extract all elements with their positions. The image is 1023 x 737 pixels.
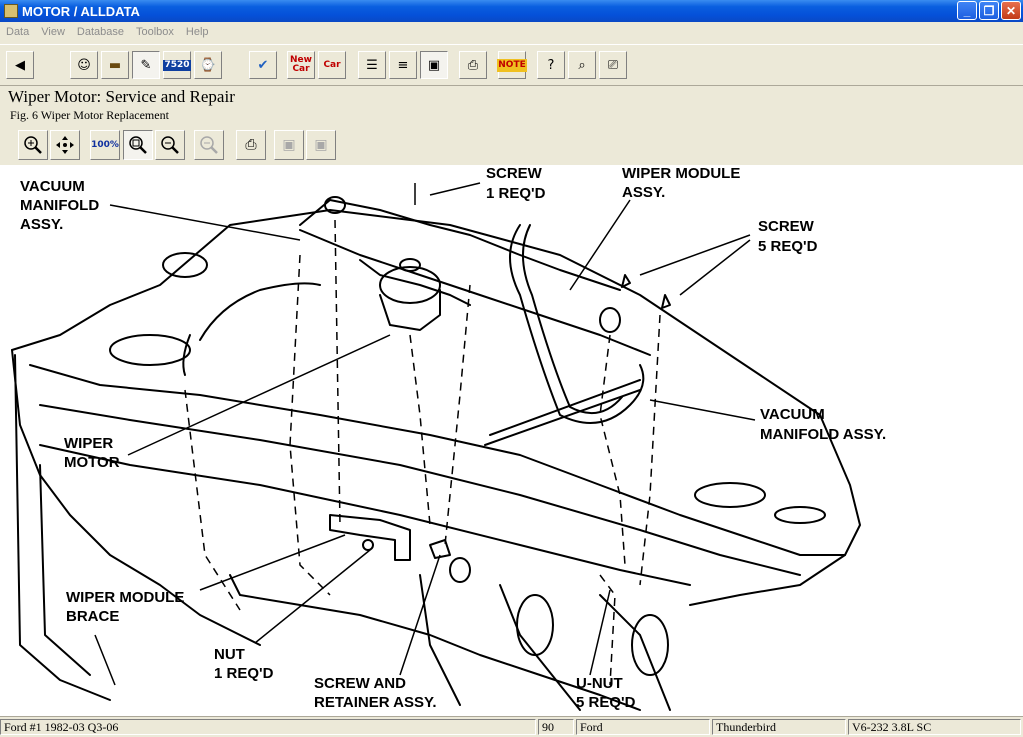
label-screw-1-qty: 1 REQ'D — [486, 185, 546, 202]
zoom-out-icon — [161, 136, 179, 154]
image-toolbar: 100% ⎙ ▣ ▣ — [0, 126, 1023, 164]
diagnostics-button[interactable]: ✎ — [132, 51, 160, 79]
label-screw-1: SCREW — [486, 165, 543, 182]
zoom-fit-button[interactable] — [123, 130, 153, 160]
back-button[interactable]: ◀ — [6, 51, 34, 79]
label-u-nut-2: 5 REQ'D — [576, 694, 636, 711]
wrench-icon: ✎ — [140, 57, 152, 73]
vehicle-select-button[interactable]: ☺ — [70, 51, 98, 79]
label-wiper-module-brace-2: BRACE — [66, 608, 119, 625]
zoom-in-button[interactable] — [18, 130, 48, 160]
title-bar: MOTOR / ALLDATA _ ❐ ✕ — [0, 0, 1023, 22]
menu-database[interactable]: Database — [76, 26, 124, 38]
note-icon: NOTE — [497, 58, 527, 72]
status-bar: Ford #1 1982-03 Q3-06 90 Ford Thunderbir… — [0, 716, 1023, 737]
clock-button[interactable]: ⌚ — [194, 51, 222, 79]
pan-button[interactable] — [50, 130, 80, 160]
zoom-in-icon — [24, 136, 42, 154]
clock-icon: ⌚ — [199, 57, 217, 73]
prev-image-button[interactable]: ▣ — [274, 130, 304, 160]
menu-help[interactable]: Help — [185, 26, 209, 38]
printer-icon: ⎙ — [245, 137, 257, 153]
label-vacuum-manifold-left-2: MANIFOLD — [20, 197, 99, 214]
menu-data[interactable]: Data — [6, 26, 30, 38]
text-lines-icon: ≡ — [397, 57, 409, 73]
label-wiper-module-brace-1: WIPER MODULE — [66, 589, 184, 606]
print-image-button[interactable]: ⎙ — [236, 130, 266, 160]
camera-icon: ▣ — [427, 57, 441, 73]
status-model: Thunderbird — [712, 719, 846, 735]
question-icon: ? — [547, 57, 555, 73]
menu-view[interactable]: View — [41, 26, 65, 38]
menu-bar: Data View Database Toolbox Help — [0, 22, 1023, 42]
label-vacuum-manifold-left-3: ASSY. — [20, 216, 63, 233]
car-button[interactable]: Car — [318, 51, 346, 79]
check-icon: ✔ — [257, 57, 269, 73]
label-nut-1: NUT — [214, 646, 245, 663]
magnifier-icon: ⌕ — [578, 57, 586, 73]
label-nut-2: 1 REQ'D — [214, 665, 274, 682]
camera-back-icon: ▣ — [282, 137, 296, 153]
label-vacuum-manifold-right-2: MANIFOLD ASSY. — [760, 426, 886, 443]
next-image-button[interactable]: ▣ — [306, 130, 336, 160]
new-car-icon: New Car — [290, 55, 312, 74]
close-button[interactable]: ✕ — [1001, 1, 1021, 20]
label-screw-5-qty: 5 REQ'D — [758, 238, 818, 255]
label-screw-5: SCREW — [758, 218, 815, 235]
list-icon: ☰ — [366, 57, 378, 73]
fax-icon: ⎚ — [607, 57, 619, 73]
label-u-nut-1: U-NUT — [576, 675, 623, 692]
label-wiper-motor-1: WIPER — [64, 435, 113, 452]
badge-7520: 7520 — [163, 59, 191, 71]
app-icon — [4, 4, 18, 18]
window-title: MOTOR / ALLDATA — [22, 3, 140, 19]
label-vacuum-manifold-left-1: VACUUM — [20, 178, 85, 195]
help-button[interactable]: ? — [537, 51, 565, 79]
image-button[interactable]: ▣ — [420, 51, 448, 79]
label-wiper-motor-2: MOTOR — [64, 454, 120, 471]
zoom-fit-icon — [129, 136, 147, 154]
text-button[interactable]: ≡ — [389, 51, 417, 79]
restore-button[interactable]: ❐ — [979, 1, 999, 20]
label-wiper-module-2: ASSY. — [622, 184, 665, 201]
car-icon: Car — [323, 59, 341, 70]
minimize-button[interactable]: _ — [957, 1, 977, 20]
status-engine: V6-232 3.8L SC — [848, 719, 1021, 735]
zoom-100-button[interactable]: 100% — [90, 130, 120, 160]
main-toolbar: ◀ ☺ ▬ ✎ 7520 ⌚ ✔ New Car Car ☰ ≡ ▣ ⎙ NOT… — [0, 44, 1023, 86]
zoom-previous-icon — [200, 136, 218, 154]
document-list-button[interactable]: ☰ — [358, 51, 386, 79]
label-vacuum-manifold-right-1: VACUUM — [760, 406, 825, 423]
zoom-previous-button[interactable] — [194, 130, 224, 160]
label-screw-retainer-1: SCREW AND — [314, 675, 406, 692]
fax-button[interactable]: ⎚ — [599, 51, 627, 79]
new-car-button[interactable]: New Car — [287, 51, 315, 79]
label-screw-retainer-2: RETAINER ASSY. — [314, 694, 437, 711]
back-arrow-icon: ◀ — [15, 57, 25, 73]
camera-forward-icon: ▣ — [314, 137, 328, 153]
search-button[interactable]: ⌕ — [568, 51, 596, 79]
label-wiper-module: WIPER MODULE — [622, 165, 740, 182]
figure-caption: Fig. 6 Wiper Motor Replacement — [10, 108, 169, 122]
status-year: 90 — [538, 719, 574, 735]
printer-icon: ⎙ — [467, 57, 479, 73]
zoom-100-icon: 100% — [91, 140, 119, 150]
wiper-motor-diagram: VACUUM MANIFOLD ASSY. SCREW 1 REQ'D WIPE… — [11, 165, 886, 711]
zoom-out-button[interactable] — [155, 130, 185, 160]
face-icon: ☺ — [77, 57, 91, 73]
print-button[interactable]: ⎙ — [459, 51, 487, 79]
page-title: Wiper Motor: Service and Repair — [8, 87, 235, 106]
part-number-button[interactable]: 7520 — [163, 51, 191, 79]
note-button[interactable]: NOTE — [497, 51, 527, 79]
check-button[interactable]: ✔ — [249, 51, 277, 79]
status-vehicle-db: Ford #1 1982-03 Q3-06 — [0, 719, 536, 735]
menu-toolbox[interactable]: Toolbox — [136, 26, 174, 38]
move-icon — [56, 136, 74, 154]
toolbox-icon: ▬ — [108, 57, 122, 73]
component-button[interactable]: ▬ — [101, 51, 129, 79]
diagram-viewer[interactable]: VACUUM MANIFOLD ASSY. SCREW 1 REQ'D WIPE… — [0, 165, 1023, 716]
status-make: Ford — [576, 719, 710, 735]
